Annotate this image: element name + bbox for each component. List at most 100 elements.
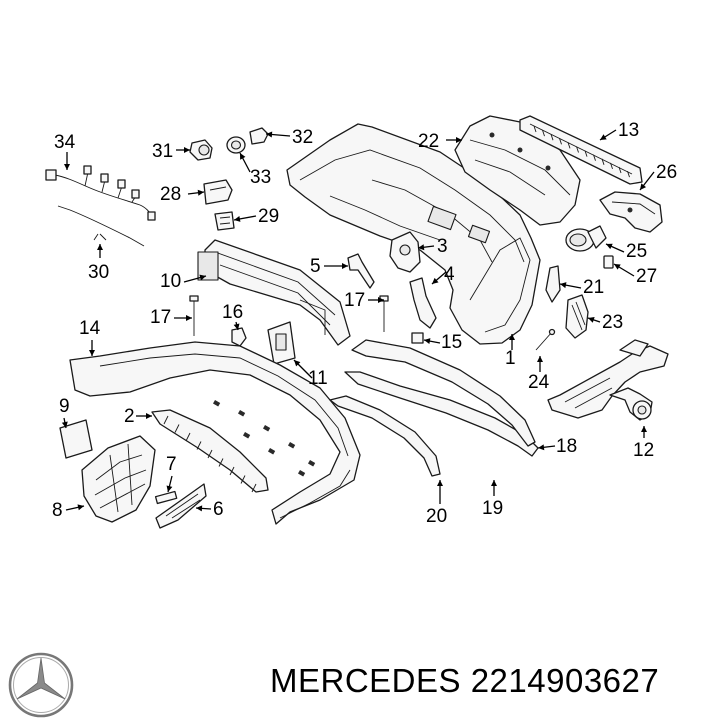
wiring-harness-34-part xyxy=(45,165,156,221)
callout-4: 4 xyxy=(444,264,455,285)
callout-1: 1 xyxy=(505,348,516,369)
bracket-29-part xyxy=(214,211,235,231)
callout-8: 8 xyxy=(52,500,63,521)
guide-rib xyxy=(240,475,246,484)
guide-rib xyxy=(251,483,257,493)
strip-tick xyxy=(593,154,596,161)
callout-15: 15 xyxy=(441,332,462,353)
leader-arrowhead xyxy=(342,263,348,269)
leader-arrowhead xyxy=(61,421,68,428)
clip-16-part xyxy=(231,327,247,347)
strip-tick xyxy=(550,134,554,141)
callout-17a: 17 xyxy=(150,307,171,328)
leader-arrowhead xyxy=(560,282,567,289)
leader-arrowhead xyxy=(196,505,203,512)
callout-28: 28 xyxy=(160,184,181,205)
leader-arrowhead xyxy=(266,131,273,138)
leader-arrowhead xyxy=(378,297,384,303)
callout-16: 16 xyxy=(222,302,243,323)
callout-31: 31 xyxy=(152,141,173,162)
leader-arrowhead xyxy=(537,356,543,362)
guide-strip-2-part xyxy=(151,409,269,493)
callout-27: 27 xyxy=(636,266,657,287)
leader-arrowhead xyxy=(146,413,152,419)
cover-9-part xyxy=(59,419,93,459)
bracket-26-part xyxy=(599,191,663,233)
leader-arrowhead xyxy=(418,244,425,251)
mercedes-star-icon xyxy=(8,652,74,718)
guide-rib xyxy=(229,466,235,476)
guide-rib xyxy=(196,441,202,450)
strip-tick xyxy=(567,142,571,149)
leader-arrowhead xyxy=(614,264,621,270)
rod-24-part xyxy=(535,328,556,351)
leader-arrowhead xyxy=(97,244,103,250)
reflector-21-part xyxy=(545,265,561,303)
callout-9: 9 xyxy=(59,396,70,417)
guide-rib xyxy=(174,424,180,433)
panel-11-part xyxy=(267,321,296,365)
callout-3: 3 xyxy=(437,236,448,257)
spoiler-hole xyxy=(287,441,296,449)
callout-2: 2 xyxy=(124,406,135,427)
strip-tick xyxy=(533,125,537,133)
callout-12: 12 xyxy=(633,440,654,461)
leader-arrowhead xyxy=(424,338,431,345)
strip-tick xyxy=(559,138,562,145)
leader-arrowhead xyxy=(199,274,206,281)
trim-strip-18-part xyxy=(344,371,539,457)
callout-22: 22 xyxy=(418,131,439,152)
callout-33: 33 xyxy=(250,167,271,188)
cable-30-part xyxy=(57,205,145,247)
strip-tick xyxy=(627,170,630,178)
bolt-17a-part xyxy=(189,295,199,336)
strip-tick xyxy=(542,129,545,137)
leader-arrowhead xyxy=(432,277,439,284)
callout-19: 19 xyxy=(482,498,503,519)
strip-tick xyxy=(576,146,579,153)
callout-5: 5 xyxy=(310,256,321,277)
leader-arrowhead xyxy=(491,480,497,486)
cap-28-part xyxy=(203,179,233,205)
leader-arrowhead xyxy=(437,480,443,486)
callout-18: 18 xyxy=(556,436,577,457)
leader-arrowhead xyxy=(640,183,647,190)
leader-arrowhead xyxy=(456,137,462,143)
sensor-31-part xyxy=(189,139,213,161)
callout-14: 14 xyxy=(79,318,101,339)
leader-arrowhead xyxy=(64,164,70,170)
callout-10: 10 xyxy=(160,271,181,292)
sensor-housing-25-part xyxy=(565,225,607,252)
grille-insert-23-part xyxy=(565,294,589,339)
spoiler-hole xyxy=(298,470,306,477)
leader-arrowhead xyxy=(641,426,647,432)
bracket-6-part xyxy=(155,483,207,529)
strip-tick xyxy=(584,150,588,157)
bumper-strip-part xyxy=(519,115,643,185)
leader-arrowhead xyxy=(234,215,241,222)
leader-arrowhead xyxy=(240,153,246,160)
callout-30: 30 xyxy=(88,262,109,283)
guide-rib xyxy=(207,449,213,459)
leader-arrowhead xyxy=(588,317,595,323)
spoiler-hole xyxy=(268,447,276,455)
ring-33-part xyxy=(226,136,246,154)
leader-arrowhead xyxy=(77,504,84,511)
leader-arrowhead xyxy=(89,350,95,356)
callout-26: 26 xyxy=(656,162,677,183)
spoiler-hole xyxy=(213,399,221,407)
lower-spoiler-14-part xyxy=(69,341,361,525)
callout-32: 32 xyxy=(292,127,313,148)
leader-arrowhead xyxy=(166,485,173,492)
impact-bar-10-part xyxy=(197,239,351,346)
callout-leaders xyxy=(61,129,655,512)
leader-arrowhead xyxy=(184,147,190,153)
clip-7-part xyxy=(154,490,178,505)
callout-6: 6 xyxy=(213,499,224,520)
guide-rib xyxy=(185,432,191,442)
leader-arrowhead xyxy=(606,243,613,250)
callout-24: 24 xyxy=(528,372,550,393)
strip-tick xyxy=(618,166,622,174)
leader-arrowhead xyxy=(233,323,240,330)
